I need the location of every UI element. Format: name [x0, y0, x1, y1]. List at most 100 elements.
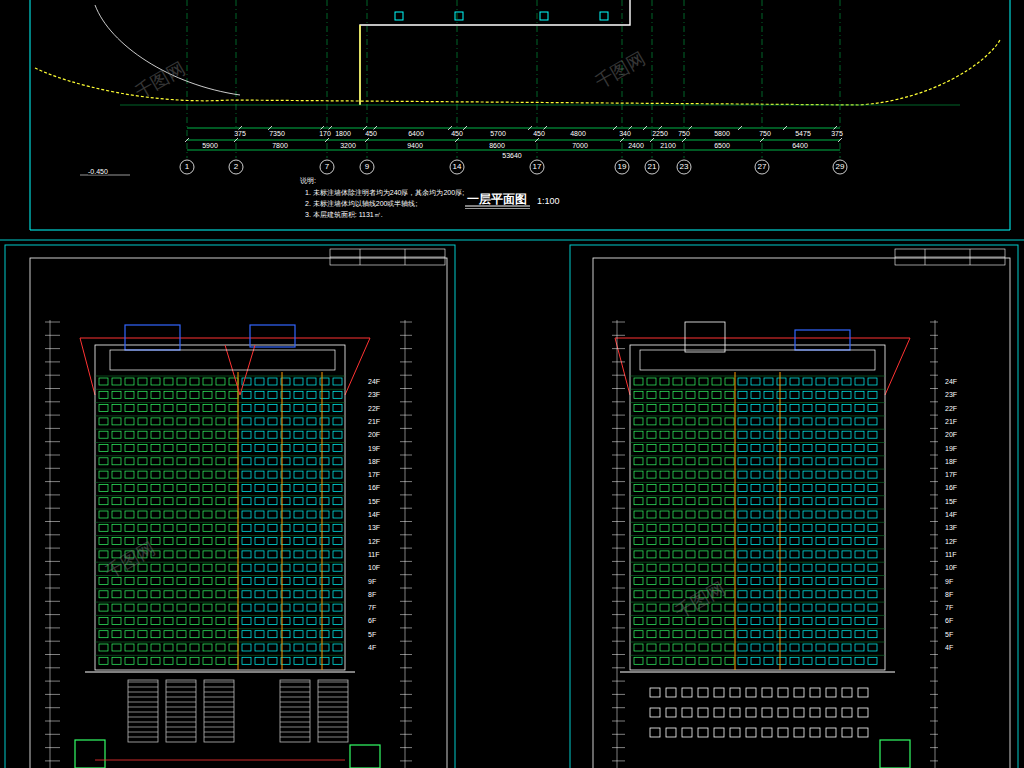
window [712, 458, 721, 465]
level-tick [612, 428, 625, 429]
window [777, 591, 786, 598]
window [320, 564, 329, 571]
dimension: 450 [451, 130, 463, 137]
floor-label: 9F [945, 577, 953, 584]
window [229, 484, 238, 491]
level-tick [400, 641, 412, 642]
window [712, 484, 721, 491]
window [190, 524, 199, 531]
window [660, 591, 669, 598]
window [647, 458, 656, 465]
roof-structure [795, 330, 850, 350]
level-tick [400, 694, 412, 695]
window [255, 538, 264, 545]
title-block-line [925, 249, 926, 265]
window [751, 644, 760, 651]
window [842, 511, 851, 518]
window [177, 471, 186, 478]
level-tick [612, 734, 625, 735]
window [255, 498, 264, 505]
level-tick [612, 401, 625, 402]
window [699, 405, 708, 412]
window [177, 564, 186, 571]
window [307, 617, 316, 624]
window [777, 418, 786, 425]
podium-window [714, 708, 724, 717]
window [242, 524, 251, 531]
window [816, 484, 825, 491]
floor-label: 11F [945, 550, 957, 557]
window [855, 471, 864, 478]
podium-louver [280, 722, 310, 723]
level-tick [45, 654, 60, 655]
level-tick [45, 561, 60, 562]
window [307, 405, 316, 412]
level-tick [930, 588, 938, 589]
podium-louver [280, 737, 310, 738]
level-tick [612, 641, 625, 642]
window [660, 564, 669, 571]
floor-line [630, 535, 885, 536]
window [333, 617, 342, 624]
window [112, 591, 121, 598]
level-tick [612, 322, 625, 323]
site-boundary [35, 40, 1000, 105]
window [647, 657, 656, 664]
parapet-outline [80, 338, 370, 395]
window [242, 445, 251, 452]
podium-louver [280, 707, 310, 708]
window [803, 551, 812, 558]
level-tick [930, 521, 938, 522]
window [829, 431, 838, 438]
window [177, 484, 186, 491]
window [699, 578, 708, 585]
window [699, 631, 708, 638]
window [777, 538, 786, 545]
podium-louver [280, 697, 310, 698]
axis-number: 19 [618, 163, 627, 171]
podium-louver [318, 687, 348, 688]
floor-label: 17F [368, 471, 380, 478]
window [320, 391, 329, 398]
window [190, 644, 199, 651]
window [203, 551, 212, 558]
window [855, 591, 864, 598]
level-tick [400, 361, 412, 362]
window [255, 524, 264, 531]
level-tick [930, 361, 938, 362]
level-tick [45, 361, 60, 362]
window [660, 498, 669, 505]
floor-line [630, 482, 885, 483]
level-mark [80, 175, 130, 176]
window [242, 498, 251, 505]
window [751, 471, 760, 478]
level-tick [930, 667, 938, 668]
window [112, 431, 121, 438]
window [307, 498, 316, 505]
window [255, 471, 264, 478]
window [294, 445, 303, 452]
floor-label: 24F [368, 378, 380, 385]
window [686, 644, 695, 651]
window [294, 418, 303, 425]
window [307, 391, 316, 398]
window [699, 644, 708, 651]
level-tick [612, 654, 625, 655]
podium-window [762, 728, 772, 737]
window [320, 484, 329, 491]
window [125, 391, 134, 398]
window [307, 631, 316, 638]
level-tick [400, 667, 412, 668]
floor-label: 23F [945, 391, 957, 398]
window [333, 498, 342, 505]
frame-line [1010, 0, 1011, 230]
window [712, 657, 721, 664]
window [125, 498, 134, 505]
window [803, 498, 812, 505]
window [125, 445, 134, 452]
podium-louver [128, 687, 158, 688]
window [151, 591, 160, 598]
level-tick [45, 455, 60, 456]
window [125, 578, 134, 585]
facade-stripe [282, 372, 283, 670]
